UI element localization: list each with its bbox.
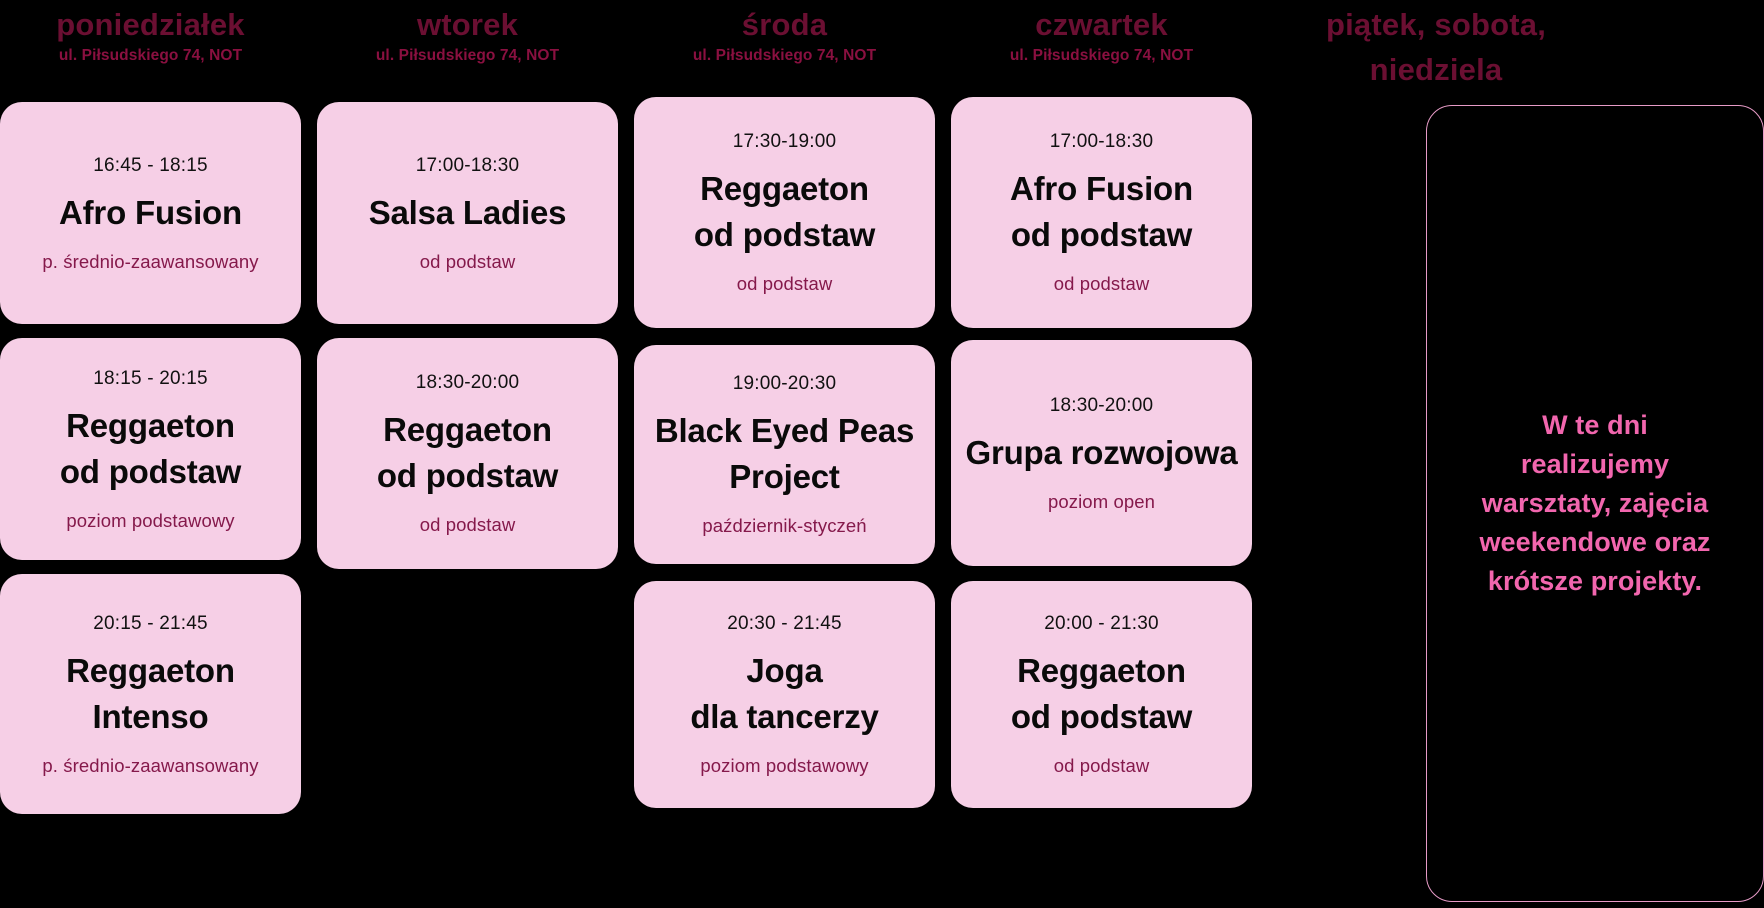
- day-name-monday: poniedziałek: [56, 7, 245, 42]
- class-title: Grupa rozwojowa: [965, 430, 1237, 476]
- class-level: poziom open: [1047, 490, 1156, 512]
- class-title-line: Reggaeton: [66, 406, 235, 444]
- class-title: Reggaeton Intenso: [66, 648, 235, 740]
- class-time: 16:45 - 18:15: [93, 154, 208, 176]
- class-card[interactable]: 20:30 - 21:45 Joga dla tancerzy poziom p…: [634, 581, 935, 808]
- class-title: Salsa Ladies: [369, 190, 567, 236]
- class-time: 18:30-20:00: [1049, 394, 1154, 416]
- class-title-line: od podstaw: [376, 457, 559, 494]
- class-level: p. średnio-zaawansowany: [42, 250, 259, 272]
- class-card[interactable]: 20:15 - 21:45 Reggaeton Intenso p. średn…: [0, 574, 301, 814]
- class-level: od podstaw: [1053, 755, 1150, 776]
- class-time: 19:00-20:30: [732, 373, 837, 394]
- weekend-note-line: krótsze projekty.: [1487, 566, 1703, 596]
- class-title-line: Reggaeton: [383, 411, 552, 448]
- class-time: 20:15 - 21:45: [93, 612, 208, 634]
- class-level: od podstaw: [1053, 273, 1150, 294]
- weekend-note-line: warsztaty, zajęcia: [1481, 488, 1709, 518]
- class-title: Reggaeton od podstaw: [1010, 648, 1193, 740]
- class-time: 17:00-18:30: [415, 154, 520, 176]
- day-header-thursday: czwartek ul. Piłsudskiego 74, NOT: [951, 0, 1252, 100]
- class-card[interactable]: 17:00-18:30 Salsa Ladies od podstaw: [317, 102, 618, 324]
- day-address-wednesday: ul. Piłsudskiego 74, NOT: [692, 47, 877, 64]
- weekend-note-line: W te dni: [1542, 410, 1648, 440]
- class-title-line: od podstaw: [693, 216, 876, 253]
- class-title: Black Eyed Peas Project: [654, 408, 915, 500]
- class-title: Reggaeton od podstaw: [693, 166, 876, 258]
- day-headers: poniedziałek ul. Piłsudskiego 74, NOT wt…: [0, 0, 1764, 100]
- class-title-line: Reggaeton: [1017, 652, 1186, 689]
- class-time: 18:15 - 20:15: [93, 367, 208, 389]
- day-address-thursday: ul. Piłsudskiego 74, NOT: [1009, 47, 1194, 64]
- class-card[interactable]: 17:00-18:30 Afro Fusion od podstaw od po…: [951, 97, 1252, 328]
- class-card[interactable]: 20:00 - 21:30 Reggaeton od podstaw od po…: [951, 581, 1252, 808]
- class-title-line: Afro Fusion: [59, 193, 242, 231]
- class-level: październik-styczeń: [702, 515, 867, 536]
- day-address-monday: ul. Piłsudskiego 74, NOT: [58, 47, 243, 64]
- class-time: 17:00-18:30: [1049, 131, 1154, 152]
- class-title-line: Grupa rozwojowa: [965, 433, 1238, 471]
- class-time: 20:00 - 21:30: [1044, 613, 1159, 634]
- class-card[interactable]: 18:30-20:00 Reggaeton od podstaw od pods…: [317, 338, 618, 569]
- class-title: Afro Fusion: [59, 190, 242, 236]
- class-title: Joga dla tancerzy: [690, 648, 879, 740]
- day-header-monday: poniedziałek ul. Piłsudskiego 74, NOT: [0, 0, 301, 100]
- class-card[interactable]: 17:30-19:00 Reggaeton od podstaw od pods…: [634, 97, 935, 328]
- day-header-tuesday: wtorek ul. Piłsudskiego 74, NOT: [317, 0, 618, 100]
- day-name-wednesday: środa: [741, 7, 828, 42]
- day-header-weekend: piątek, sobota, niedziela: [1268, 0, 1604, 100]
- class-title-line: Salsa Ladies: [368, 193, 567, 231]
- day-address-tuesday: ul. Piłsudskiego 74, NOT: [375, 47, 560, 64]
- class-title: Reggaeton od podstaw: [59, 403, 242, 495]
- class-card[interactable]: 18:30-20:00 Grupa rozwojowa poziom open: [951, 340, 1252, 566]
- class-title-line: Project: [729, 458, 840, 495]
- day-header-wednesday: środa ul. Piłsudskiego 74, NOT: [634, 0, 935, 100]
- class-level: od podstaw: [419, 514, 516, 535]
- class-title-line: Intenso: [92, 697, 209, 735]
- class-card[interactable]: 19:00-20:30 Black Eyed Peas Project paźd…: [634, 345, 935, 564]
- class-level: p. średnio-zaawansowany: [42, 754, 259, 776]
- class-level: poziom podstawowy: [700, 755, 869, 776]
- class-title: Reggaeton od podstaw: [376, 407, 559, 499]
- class-title-line: Joga: [746, 652, 823, 689]
- day-name-tuesday: wtorek: [416, 7, 519, 42]
- class-time: 18:30-20:00: [415, 372, 520, 393]
- day-name-weekend-line-2: niedziela: [1369, 52, 1503, 87]
- class-level: od podstaw: [736, 273, 833, 294]
- class-title-line: od podstaw: [1010, 698, 1193, 735]
- class-title-line: Reggaeton: [66, 651, 235, 689]
- class-title-line: od podstaw: [1010, 216, 1193, 253]
- class-title: Afro Fusion od podstaw: [1010, 166, 1193, 258]
- class-time: 20:30 - 21:45: [727, 613, 842, 634]
- weekend-note-line: realizujemy: [1520, 449, 1670, 479]
- day-name-weekend-line-1: piątek, sobota,: [1325, 7, 1547, 42]
- class-level: od podstaw: [419, 250, 516, 272]
- class-title-line: Reggaeton: [700, 170, 869, 207]
- class-card[interactable]: 16:45 - 18:15 Afro Fusion p. średnio-zaa…: [0, 102, 301, 324]
- class-card[interactable]: 18:15 - 20:15 Reggaeton od podstaw pozio…: [0, 338, 301, 560]
- class-title-line: Afro Fusion: [1010, 170, 1193, 207]
- day-name-thursday: czwartek: [1035, 7, 1168, 42]
- class-level: poziom podstawowy: [66, 509, 235, 531]
- class-time: 17:30-19:00: [732, 131, 837, 152]
- weekend-note-text: W te dni realizujemy warsztaty, zajęcia …: [1479, 406, 1710, 601]
- class-title-line: Black Eyed Peas: [654, 412, 915, 449]
- class-title-line: dla tancerzy: [690, 698, 879, 735]
- weekend-note-panel: W te dni realizujemy warsztaty, zajęcia …: [1426, 105, 1764, 902]
- class-title-line: od podstaw: [59, 452, 242, 490]
- weekend-note-line: weekendowe oraz: [1479, 527, 1711, 557]
